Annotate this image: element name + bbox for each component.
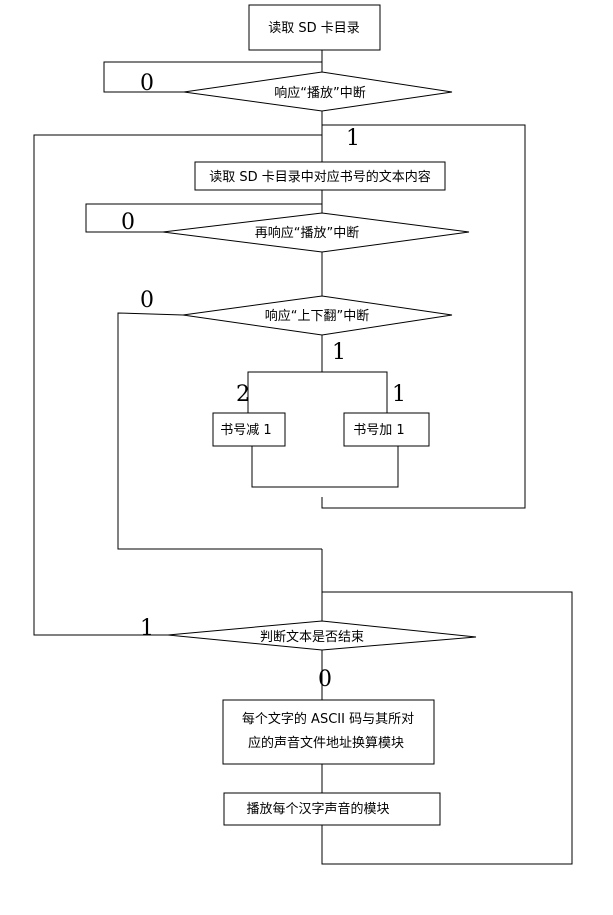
read-sd-box: [248, 4, 381, 51]
label-play-no: 0: [140, 71, 154, 96]
loop-back-to-read-text: [321, 124, 526, 509]
respond-play-again-text: 再响应“播放”中断: [255, 225, 359, 241]
play-sound-box: [223, 792, 441, 826]
play-sound-text: 播放每个汉字声音的模块: [246, 801, 389, 817]
book-minus-box: [212, 412, 286, 447]
respond-play-text: 响应“播放”中断: [274, 85, 365, 101]
label-branch-minus: 2: [236, 382, 250, 407]
loop-return-to-judge: [321, 591, 573, 865]
ascii-box: [222, 699, 435, 765]
respond-play-diamond: [183, 71, 453, 112]
respond-updown-diamond: [182, 295, 453, 336]
label-play-again-no: 0: [121, 210, 135, 235]
read-text-text: 读取 SD 卡目录中对应书号的文本内容: [209, 169, 431, 185]
updown-no-path: [117, 312, 322, 550]
book-plus-text: 书号加 1: [353, 423, 404, 438]
loop-play-again-no: [85, 203, 322, 233]
read-sd-text: 读取 SD 卡目录: [268, 21, 360, 36]
book-minus-text: 书号减 1: [220, 423, 271, 438]
label-end-no: 0: [318, 667, 332, 692]
loop-play-no: [103, 61, 322, 93]
branch-split: [247, 371, 388, 413]
label-updown-yes: 1: [332, 340, 346, 365]
label-updown-no: 0: [140, 288, 154, 313]
label-branch-plus: 1: [392, 382, 406, 407]
connectors: [33, 50, 573, 865]
ascii-text-line1: 每个文字的 ASCII 码与其所对: [242, 711, 414, 727]
book-plus-box: [343, 412, 430, 447]
read-text-box: [194, 161, 446, 191]
respond-updown-text: 响应“上下翻”中断: [265, 308, 369, 324]
judge-end-text: 判断文本是否结束: [260, 630, 364, 645]
label-end-yes: 1: [140, 616, 154, 641]
judge-end-yes-path: [33, 134, 322, 636]
label-play-yes: 1: [346, 126, 360, 151]
judge-end-diamond: [167, 620, 477, 651]
ascii-text-line2: 应的声音文件地址换算模块: [248, 735, 404, 751]
branch-join: [251, 446, 399, 488]
respond-play-again-diamond: [162, 212, 470, 253]
